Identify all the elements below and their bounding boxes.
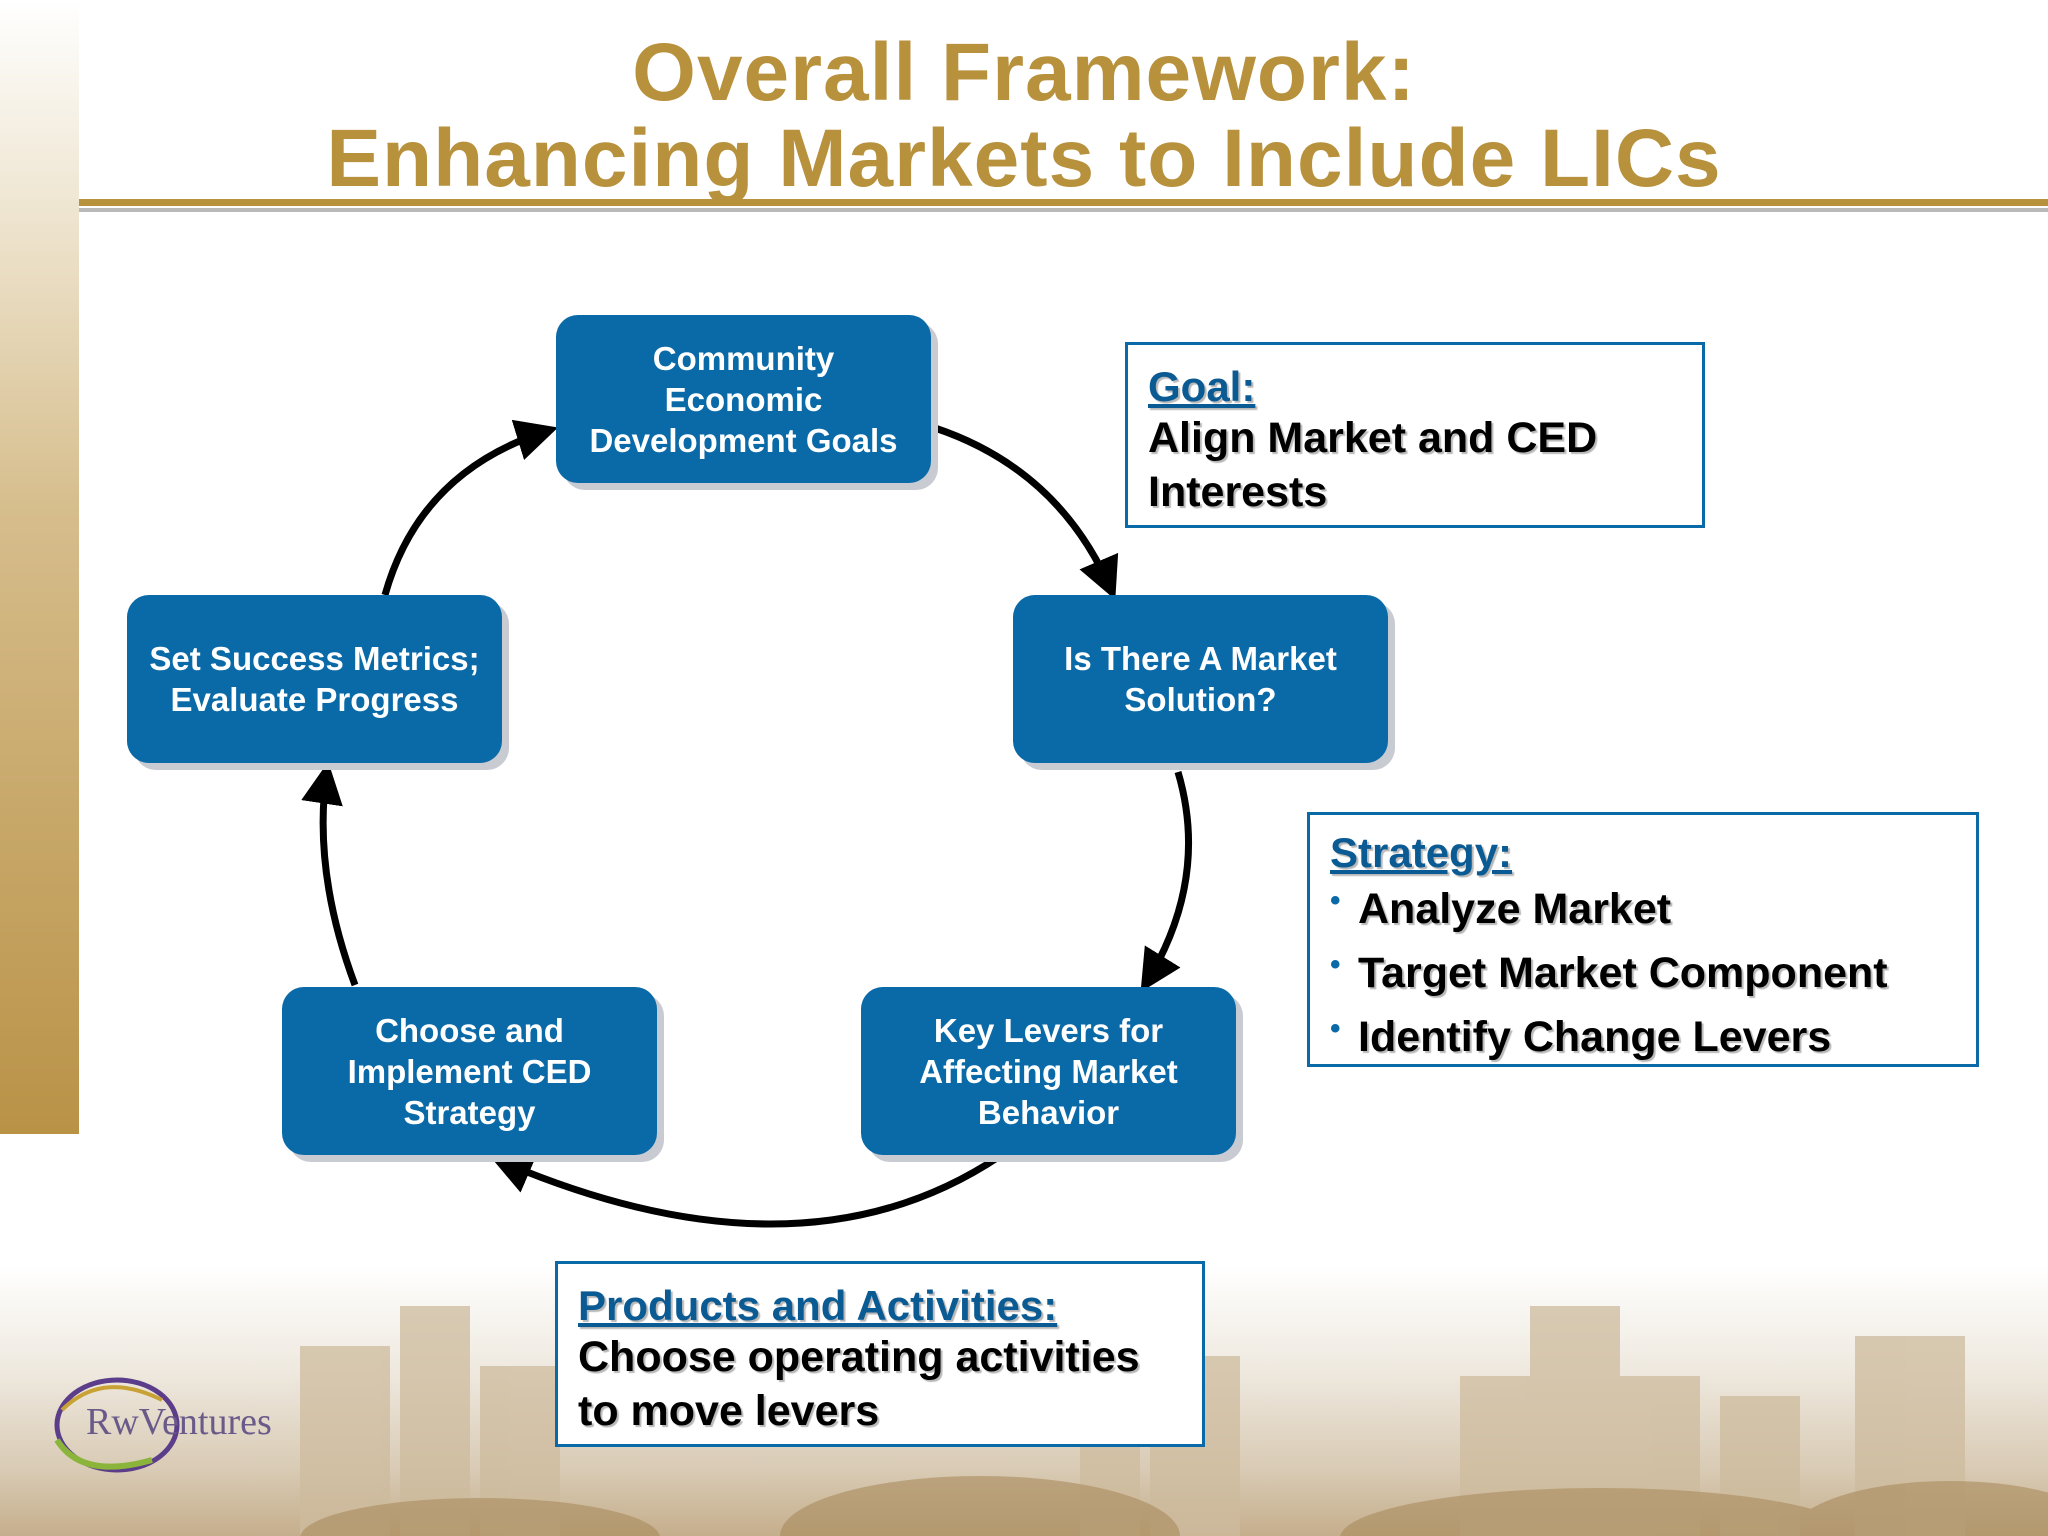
decorative-side-bar [0,0,79,1134]
cycle-node-ced-goals: Community Economic Development Goals [556,315,931,483]
company-logo: RwVentures [42,1370,302,1490]
strategy-heading: Strategy: [1330,829,1513,876]
strategy-box: Strategy: Analyze Market Target Market C… [1307,812,1979,1067]
title-line-1: Overall Framework: [632,27,1416,118]
strategy-item: Target Market Component [1330,933,1956,1005]
arrow-bottom-right-to-bottom-left [490,1153,1002,1228]
cycle-node-success-metrics: Set Success Metrics; Evaluate Progress [127,595,502,763]
arrow-bottom-left-to-left [301,761,359,987]
goal-text: Align Market and CED Interests [1148,414,1598,516]
cycle-node-market-solution: Is There A Market Solution? [1013,595,1388,763]
strategy-item: Analyze Market [1330,869,1956,941]
slide-title: Overall Framework: Enhancing Markets to … [79,30,1969,202]
goal-box: Goal: Align Market and CED Interests [1125,342,1705,528]
strategy-item: Identify Change Levers [1330,997,1956,1069]
cycle-node-implement-strategy: Choose and Implement CED Strategy [282,987,657,1155]
arrow-right-to-bottom-right [1140,771,1193,993]
products-activities-box: Products and Activities: Choose operatin… [555,1261,1205,1447]
goal-heading: Goal: [1148,363,1256,410]
title-underline [79,199,2048,206]
title-underline-shadow [79,208,2048,212]
arrow-top-to-right [933,424,1119,600]
strategy-list: Analyze Market Target Market Component I… [1330,869,1956,1069]
cycle-node-key-levers: Key Levers for Affecting Market Behavior [861,987,1236,1155]
title-line-2: Enhancing Markets to Include LICs [326,113,1722,204]
logo-text: RwVentures [86,1401,272,1443]
logo-swoosh-icon [54,1377,180,1473]
products-heading: Products and Activities: [578,1282,1058,1329]
products-text: Choose operating activities to move leve… [578,1333,1140,1435]
arrow-left-to-top [381,419,559,596]
